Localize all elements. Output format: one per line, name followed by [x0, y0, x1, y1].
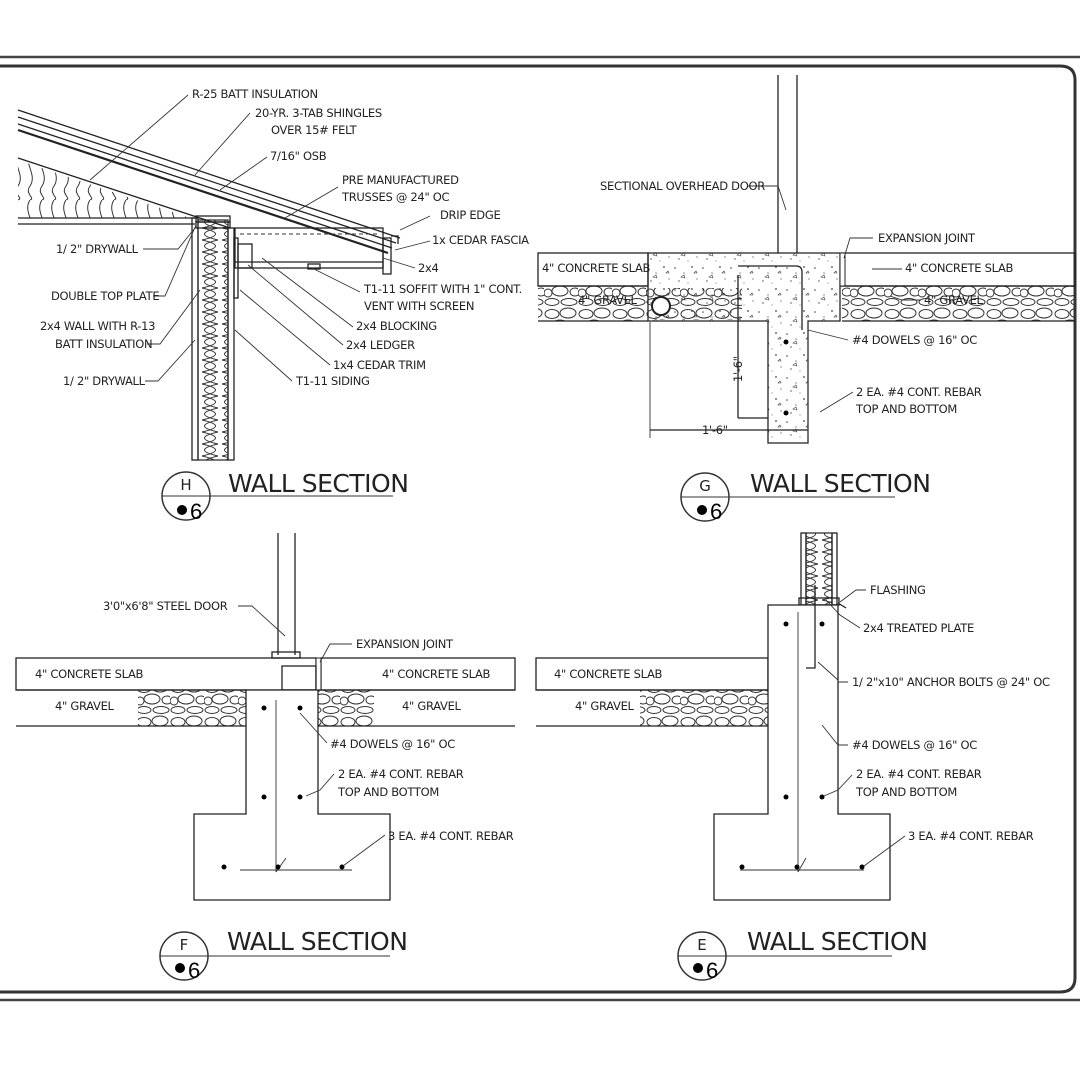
foundation-e	[535, 532, 891, 901]
note-g-7: 2 EA. #4 CONT. REBAR	[856, 385, 982, 399]
detail-tag-f: F 6 WALL SECTION	[159, 927, 408, 983]
sheet-number-f: 6	[188, 958, 200, 983]
note-h-12: 2x4 LEDGER	[346, 338, 415, 352]
note-h-18: BATT INSULATION	[55, 337, 152, 351]
note-h-11: 2x4 BLOCKING	[356, 319, 437, 333]
foundation-g: 1'-6" 1'-6"	[537, 75, 1076, 444]
note-h-19: 1/ 2" DRYWALL	[63, 374, 146, 388]
title-e: WALL SECTION	[747, 927, 927, 956]
note-f-0: 3'0"x6'8" STEEL DOOR	[103, 599, 228, 613]
note-h-4: PRE MANUFACTURED	[342, 173, 459, 187]
note-f-2: 4" CONCRETE SLAB	[35, 667, 144, 681]
note-h-10: VENT WITH SCREEN	[364, 299, 474, 313]
foundation-f	[15, 533, 516, 901]
title-h: WALL SECTION	[228, 469, 408, 498]
note-g-2: 4" CONCRETE SLAB	[542, 261, 651, 275]
note-g-3: 4" CONCRETE SLAB	[905, 261, 1014, 275]
detail-h: R-25 BATT INSULATION 20-YR. 3-TAB SHINGL…	[17, 87, 529, 524]
sheet-number-h: 6	[190, 499, 202, 524]
note-h-3: 7/16" OSB	[270, 149, 327, 163]
note-e-2: 4" CONCRETE SLAB	[554, 667, 663, 681]
note-f-5: 4" GRAVEL	[402, 699, 462, 713]
title-f: WALL SECTION	[227, 927, 407, 956]
leader-lines-e	[817, 589, 906, 867]
sheet-border	[0, 55, 1080, 1002]
note-h-9: T1-11 SOFFIT WITH 1" CONT.	[363, 282, 522, 296]
notes-h: R-25 BATT INSULATION 20-YR. 3-TAB SHINGL…	[40, 87, 529, 388]
note-h-5: TRUSSES @ 24" OC	[341, 190, 450, 204]
note-g-0: SECTIONAL OVERHEAD DOOR	[600, 179, 765, 193]
detail-tag-g: G 6 WALL SECTION	[680, 469, 931, 524]
notes-e: FLASHING 2x4 TREATED PLATE 4" CONCRETE S…	[554, 583, 1050, 843]
notes-f: 3'0"x6'8" STEEL DOOR EXPANSION JOINT 4" …	[35, 599, 514, 843]
detail-g: 1'-6" 1'-6" SECTIONAL OVERHEAD DOOR EXPA…	[537, 75, 1076, 524]
tag-letter-f: F	[180, 936, 189, 954]
detail-f: 3'0"x6'8" STEEL DOOR EXPANSION JOINT 4" …	[15, 533, 516, 983]
wall-assembly	[191, 215, 253, 461]
detail-tag-h: H 6 WALL SECTION	[161, 469, 409, 524]
note-e-7: TOP AND BOTTOM	[855, 785, 957, 799]
note-f-7: 2 EA. #4 CONT. REBAR	[338, 767, 464, 781]
note-h-2: OVER 15# FELT	[271, 123, 358, 137]
note-f-6: #4 DOWELS @ 16" OC	[330, 737, 455, 751]
note-f-9: 3 EA. #4 CONT. REBAR	[388, 829, 514, 843]
note-h-0: R-25 BATT INSULATION	[192, 87, 318, 101]
sheet-number-e: 6	[706, 958, 718, 983]
note-h-8: 2x4	[418, 261, 439, 275]
note-h-7: 1x CEDAR FASCIA	[432, 233, 529, 247]
note-e-5: #4 DOWELS @ 16" OC	[852, 738, 977, 752]
note-h-16: DOUBLE TOP PLATE	[51, 289, 159, 303]
note-g-1: EXPANSION JOINT	[878, 231, 976, 245]
note-f-3: 4" CONCRETE SLAB	[382, 667, 491, 681]
tag-letter-e: E	[697, 936, 706, 954]
note-h-1: 20-YR. 3-TAB SHINGLES	[255, 106, 382, 120]
note-f-1: EXPANSION JOINT	[356, 637, 454, 651]
note-g-8: TOP AND BOTTOM	[855, 402, 957, 416]
leader-lines-f	[238, 605, 386, 867]
note-h-14: T1-11 SIDING	[295, 374, 370, 388]
note-h-13: 1x4 CEDAR TRIM	[333, 358, 426, 372]
note-e-0: FLASHING	[870, 583, 926, 597]
note-h-6: DRIP EDGE	[440, 208, 500, 222]
note-g-4: 4" GRAVEL	[578, 293, 638, 307]
title-g: WALL SECTION	[750, 469, 930, 498]
detail-tag-e: E 6 WALL SECTION	[677, 927, 928, 983]
note-h-15: 1/ 2" DRYWALL	[56, 242, 139, 256]
note-h-17: 2x4 WALL WITH R-13	[40, 319, 155, 333]
leader-lines-g	[748, 185, 921, 413]
note-g-6: #4 DOWELS @ 16" OC	[852, 333, 977, 347]
roof-assembly	[17, 109, 401, 275]
dim-g-horizontal: 1'-6"	[702, 423, 728, 437]
note-e-1: 2x4 TREATED PLATE	[863, 621, 974, 635]
tag-letter-h: H	[180, 476, 191, 494]
leader-lines-h	[89, 94, 431, 382]
note-e-8: 3 EA. #4 CONT. REBAR	[908, 829, 1034, 843]
tag-letter-g: G	[699, 477, 711, 495]
note-e-3: 4" GRAVEL	[575, 699, 635, 713]
note-f-8: TOP AND BOTTOM	[337, 785, 439, 799]
note-e-4: 1/ 2"x10" ANCHOR BOLTS @ 24" OC	[852, 675, 1050, 689]
note-f-4: 4" GRAVEL	[55, 699, 115, 713]
detail-e: FLASHING 2x4 TREATED PLATE 4" CONCRETE S…	[535, 532, 1050, 983]
notes-g: SECTIONAL OVERHEAD DOOR EXPANSION JOINT …	[542, 179, 1014, 416]
note-g-5: 4" GRAVEL	[924, 293, 984, 307]
sheet-number-g: 6	[710, 499, 722, 524]
dim-g-vertical: 1'-6"	[731, 356, 745, 382]
note-e-6: 2 EA. #4 CONT. REBAR	[856, 767, 982, 781]
